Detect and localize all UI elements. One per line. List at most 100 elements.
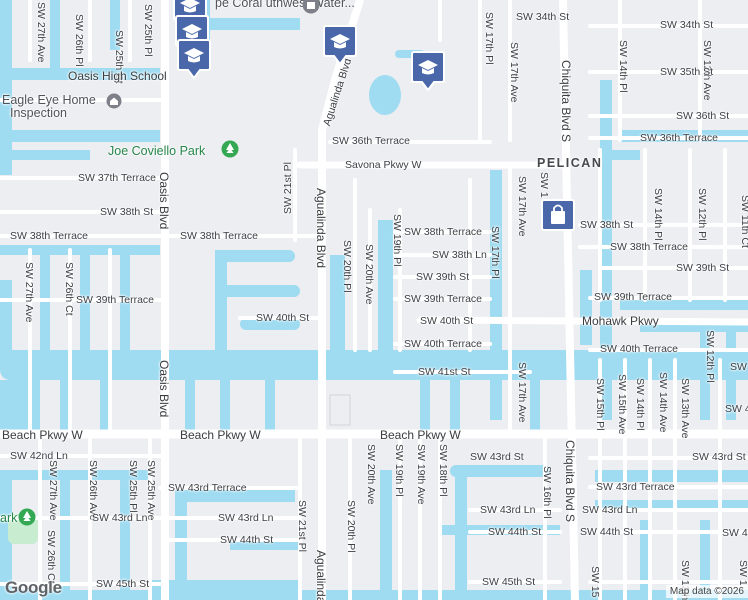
street-label: SW 1 — [737, 560, 748, 586]
street-label: SW 4 — [722, 527, 748, 539]
poi-label-oasis-high-school[interactable]: Oasis High School — [68, 69, 167, 83]
street-label: SW 27th Ave — [23, 262, 35, 323]
street-label: SW 4 — [730, 361, 748, 373]
street-label: SW 38th Terrace — [10, 230, 89, 242]
street-label: SW 20th Pl — [345, 500, 357, 553]
street-label: SW 36th St — [676, 110, 730, 122]
street-label: SW 45th St — [482, 576, 536, 588]
road-label-oasis: Oasis Blvd — [157, 172, 171, 230]
street-label: SW 44th St — [580, 526, 634, 538]
street-label: SW 44th St — [220, 534, 274, 546]
street-label: SW 15th Ave — [616, 374, 628, 435]
street-label: SW 25th Pl — [142, 4, 154, 57]
street-label: SW 34th St — [660, 19, 714, 31]
street-label: SW 14th Ave — [657, 372, 669, 433]
street-label: SW 38th Terrace — [404, 226, 483, 238]
street-label: SW 43rd St — [692, 451, 746, 463]
street-label: SW 14th Pl — [652, 188, 664, 241]
street-label: SW 38th Terrace — [180, 230, 259, 242]
street-label: SW 1 — [538, 172, 550, 198]
street-label: SW 19th Pl — [391, 214, 403, 267]
street-label: SW 38th St — [100, 206, 154, 218]
street-label: SW 25th Pl — [127, 460, 139, 513]
street-label: SW 37th Terrace — [78, 172, 157, 184]
street-label: SW 19th Ave — [415, 444, 427, 505]
street-label: SW 43rd Ln — [218, 512, 274, 524]
google-logo[interactable]: Google — [5, 578, 62, 597]
street-label: SW 17th Ave — [516, 176, 528, 237]
park-label-joe-coviello[interactable]: Joe Coviello Park — [108, 144, 206, 158]
street-label: SW 39th St — [416, 271, 470, 283]
street-label: SW 39th St — [676, 262, 730, 274]
road-label-agualinda: Agualinda — [314, 550, 328, 600]
street-label: SW 17th Pl — [489, 226, 501, 279]
road-label-mohawk: Mohawk Pkwy — [582, 314, 659, 328]
poi-label-eagle-eye[interactable]: Inspection — [10, 106, 67, 120]
street-label: SW 40th St — [256, 312, 310, 324]
street-label: SW 38th Ln — [432, 249, 487, 261]
shopping-pin[interactable] — [540, 198, 576, 242]
road-label-chiquita: Chiquita Blvd S — [559, 60, 573, 143]
street-label: SW 39th Terrace — [404, 293, 483, 305]
road-label-chiquita: Chiquita Blvd S — [563, 440, 577, 523]
building-poi-icon[interactable] — [302, 0, 320, 14]
street-label: SW 26th Ct — [63, 262, 75, 316]
poi-label-utility[interactable]: pe Coral uthwest Water... — [215, 0, 355, 10]
school-pin-5[interactable] — [410, 50, 446, 94]
road-label-savona: Savona Pkwy W — [345, 159, 422, 171]
park-tree-icon[interactable] — [221, 140, 239, 158]
street-label: SW 17th Pl — [483, 12, 495, 65]
street-label: SW 21st Pl — [282, 162, 294, 214]
road-label-beach-pkwy: Beach Pkwy W — [380, 428, 461, 442]
street-label: SW 40th Terrace — [600, 343, 679, 355]
street-label: SW 35th St — [660, 66, 714, 78]
street-label: SW 43rd Ln — [582, 504, 638, 516]
street-label: SW 26th Ct — [45, 530, 57, 584]
street-label: SW 43rd Terrace — [168, 482, 247, 494]
street-label: SW 25th Ave — [145, 460, 157, 521]
street-label: SW 13th Ave — [679, 378, 691, 439]
park-tree-icon[interactable] — [18, 508, 36, 526]
map-attribution[interactable]: Map data ©2026 — [665, 585, 748, 598]
street-label: SW 43rd Ln — [480, 504, 536, 516]
road-label-beach-pkwy: Beach Pkwy W — [2, 428, 83, 442]
street-label: SW 20th Pl — [341, 240, 353, 293]
road-label-beach-pkwy: Beach Pkwy W — [180, 428, 261, 442]
graduation-cap-icon — [177, 39, 211, 80]
school-pin-4[interactable] — [322, 24, 358, 68]
street-label: SW 38th St — [580, 219, 634, 231]
neighborhood-label: PELICAN — [537, 156, 603, 170]
graduation-cap-icon — [411, 51, 445, 92]
street-label: SW 14th Pl — [617, 40, 629, 93]
street-label: SW 39th Terrace — [594, 291, 673, 303]
street-label: SW 15 — [589, 566, 601, 598]
street-label: SW 16th Pl — [541, 466, 553, 519]
street-label: SW 19th Pl — [393, 444, 405, 497]
street-label: SW 43rd Terrace — [596, 481, 675, 493]
poi-label-eagle-eye[interactable]: Eagle Eye Home — [2, 93, 96, 107]
park-label[interactable]: ark — [0, 511, 18, 525]
road-label-agualinda: Agualinda Blvd — [314, 188, 328, 269]
street-label: SW 34th St — [516, 11, 570, 23]
house-poi-icon[interactable] — [106, 93, 122, 109]
street-label: SW 17th Ave — [508, 42, 520, 103]
street-label: SW 15th Pl — [594, 378, 606, 431]
street-label: SW 36th Terrace — [332, 135, 411, 147]
street-label: SW 38th Terrace — [610, 241, 689, 253]
street-label: SW 42nd Ln — [10, 450, 68, 462]
graduation-cap-icon — [323, 25, 357, 66]
street-label: SW 20th Ave — [363, 244, 375, 305]
street-label: SW 12th Pl — [696, 188, 708, 241]
street-label: SW 42n — [725, 403, 748, 415]
street-label: SW 12th Pl — [704, 330, 716, 383]
street-label: SW 27th Ave — [47, 460, 59, 521]
street-label: SW 43rd Ln — [92, 512, 148, 524]
street-label: SW 20th Ave — [365, 444, 377, 505]
street-label: SW 27th Ave — [35, 2, 47, 63]
street-label: SW 18th Pl — [437, 444, 449, 497]
street-label: SW 11th Ct — [739, 195, 748, 248]
street-label: SW 41st St — [418, 366, 471, 378]
school-pin-3[interactable] — [176, 38, 212, 82]
street-label: SW 40th St — [420, 315, 474, 327]
